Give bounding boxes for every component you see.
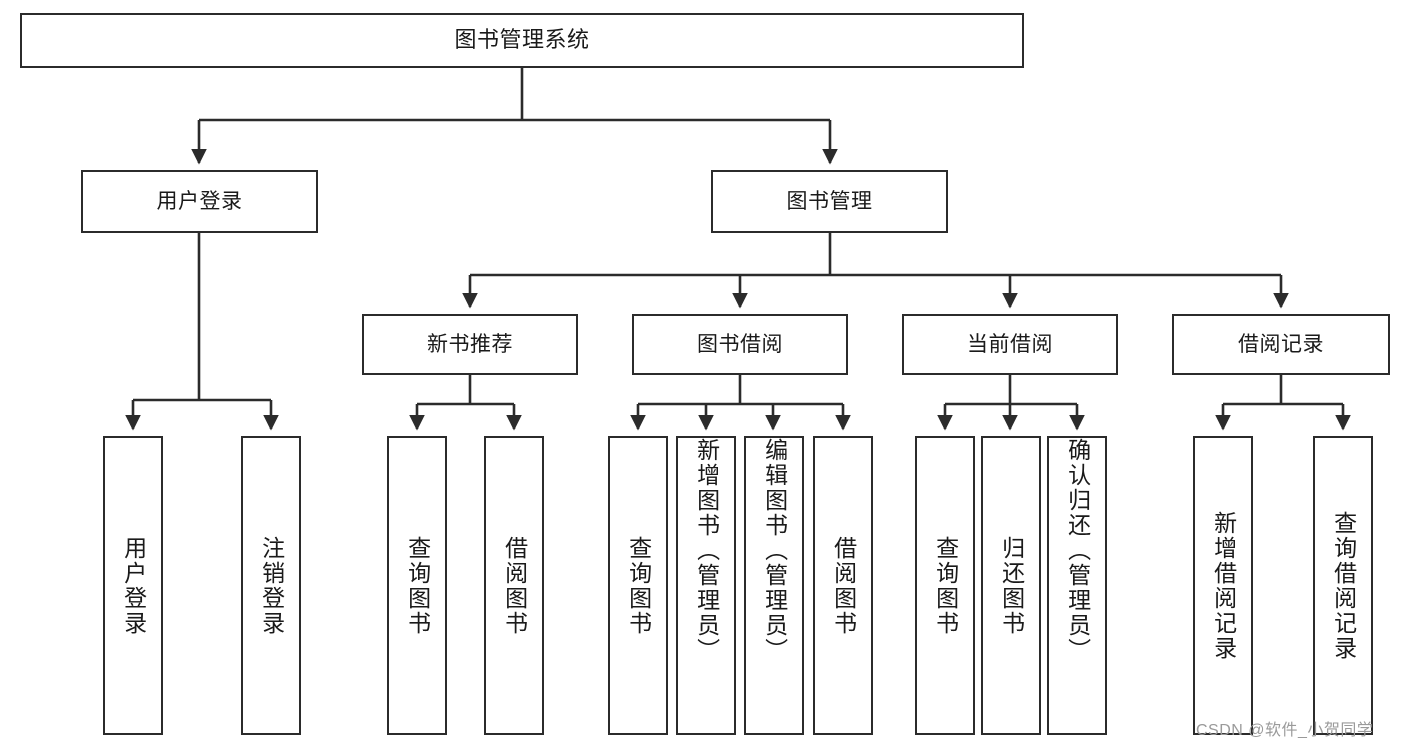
node-label: 查询图书	[404, 535, 431, 636]
leaf-user-login[interactable]: 用户登录	[103, 436, 163, 735]
node-label: 编辑图书（管理员）	[761, 438, 788, 663]
node-label: 归还图书	[998, 535, 1025, 636]
node-label: 新书推荐	[427, 332, 513, 356]
node-label: 借阅图书	[501, 535, 528, 636]
node-label: 确认归还（管理员）	[1064, 438, 1091, 663]
node-label: 图书借阅	[697, 332, 783, 356]
leaf-query-book-recommend[interactable]: 查询图书	[387, 436, 447, 735]
node-label: 新增图书（管理员）	[693, 438, 720, 663]
node-label: 当前借阅	[967, 332, 1053, 356]
leaf-borrow-book-recommend[interactable]: 借阅图书	[484, 436, 544, 735]
node-label: 用户登录	[156, 189, 243, 213]
node-label: 查询图书	[625, 535, 652, 636]
leaf-edit-book-admin[interactable]: 编辑图书（管理员）	[744, 436, 804, 735]
node-label: 新增借阅记录	[1210, 510, 1237, 661]
node-root-system[interactable]: 图书管理系统	[20, 13, 1024, 68]
leaf-add-book-admin[interactable]: 新增图书（管理员）	[676, 436, 736, 735]
leaf-query-borrow-record[interactable]: 查询借阅记录	[1313, 436, 1373, 735]
leaf-return-book[interactable]: 归还图书	[981, 436, 1041, 735]
node-label: 查询借阅记录	[1330, 510, 1357, 661]
leaf-query-book-current[interactable]: 查询图书	[915, 436, 975, 735]
leaf-logout[interactable]: 注销登录	[241, 436, 301, 735]
node-new-book-recommend[interactable]: 新书推荐	[362, 314, 578, 375]
node-label: 借阅图书	[830, 535, 857, 636]
node-current-borrow[interactable]: 当前借阅	[902, 314, 1118, 375]
leaf-borrow-book[interactable]: 借阅图书	[813, 436, 873, 735]
node-label: 借阅记录	[1238, 332, 1324, 356]
node-label: 图书管理系统	[454, 27, 590, 53]
csdn-watermark: CSDN @软件_小贺同学	[1196, 722, 1374, 739]
node-label: 图书管理	[786, 189, 873, 213]
leaf-query-book-borrow[interactable]: 查询图书	[608, 436, 668, 735]
leaf-add-borrow-record[interactable]: 新增借阅记录	[1193, 436, 1253, 735]
node-label: 注销登录	[258, 535, 285, 636]
node-user-login[interactable]: 用户登录	[81, 170, 318, 233]
node-label: 用户登录	[120, 535, 147, 636]
node-book-borrow[interactable]: 图书借阅	[632, 314, 848, 375]
node-label: 查询图书	[932, 535, 959, 636]
node-book-management[interactable]: 图书管理	[711, 170, 948, 233]
node-borrow-record[interactable]: 借阅记录	[1172, 314, 1390, 375]
leaf-confirm-return-admin[interactable]: 确认归还（管理员）	[1047, 436, 1107, 735]
